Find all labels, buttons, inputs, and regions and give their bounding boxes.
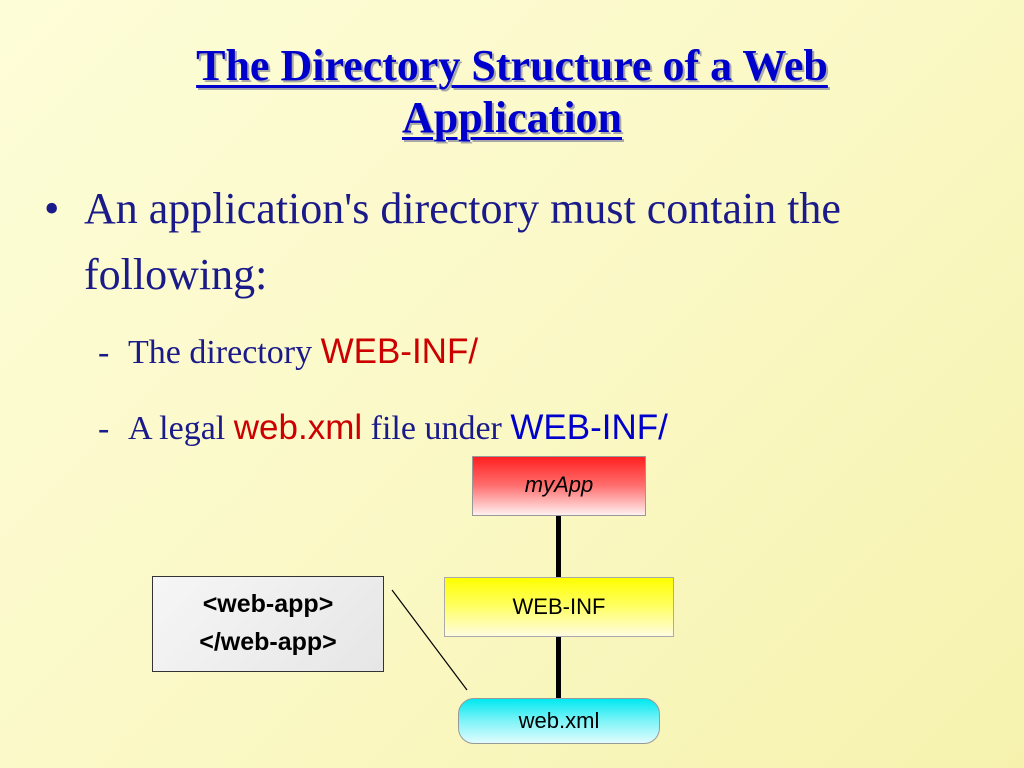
main-bullet: • An application's directory must contai… [44,176,984,308]
xml-close-tag: </web-app> [199,628,337,656]
subitem-highlight-webinf: WEB-INF/ [510,408,668,447]
subitem-prefix: The directory [128,334,321,371]
slide-title-line2: Application [401,93,623,142]
bullet-text: An application's directory must contain … [84,184,841,299]
bullet-marker: • [44,184,60,233]
webapp-xml-box: <web-app> </web-app> [152,576,384,672]
node-webinf: WEB-INF [444,577,674,637]
node-webxml: web.xml [458,698,660,744]
subitem-dash: - [98,334,110,371]
node-myapp: myApp [472,456,646,516]
connector-child-leaf [556,637,561,698]
subitem-prefix: A legal [128,410,234,447]
connector-root-child [556,516,561,577]
slide-title: The Directory Structure of a Web Applica… [100,40,924,144]
slide-title-line1: The Directory Structure of a Web [196,41,828,90]
xml-open-tag: <web-app> [202,590,334,618]
subitem-directory: -The directory WEB-INF/ [98,332,478,373]
subitem-highlight-webinf: WEB-INF/ [320,332,479,371]
subitem-highlight-webxml: web.xml [233,408,363,447]
subitem-webxml: -A legal web.xml file under WEB-INF/ [98,408,668,449]
subitem-middle: file under [362,410,511,447]
subitem-dash: - [98,410,110,447]
